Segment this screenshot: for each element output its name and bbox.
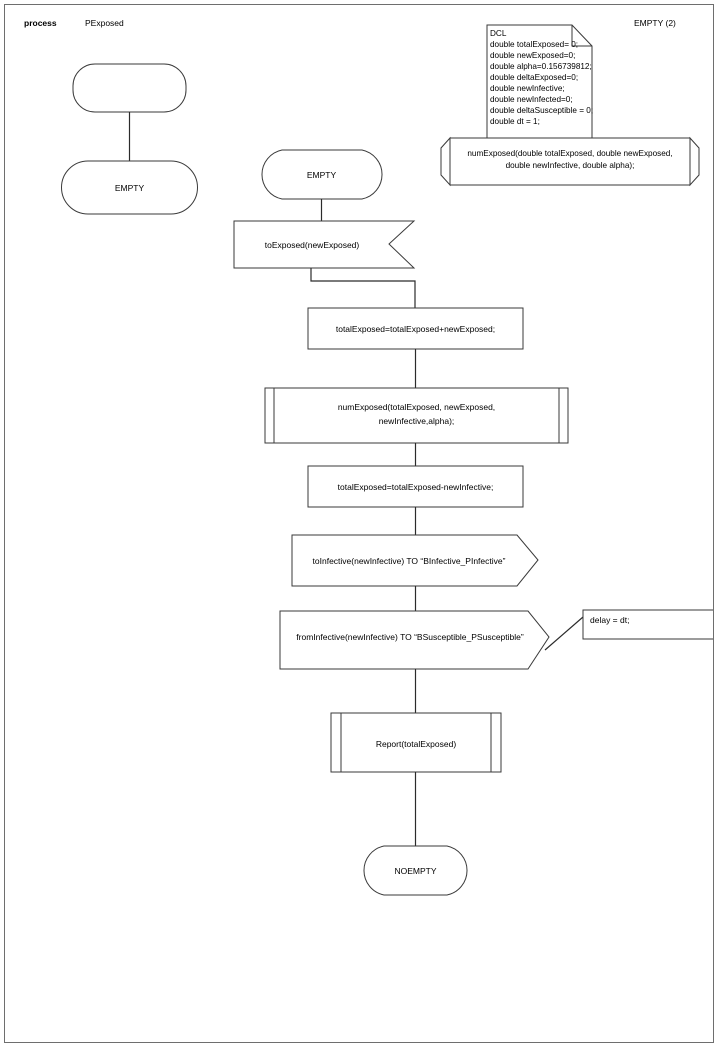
left-branch-group: EMPTY — [61, 63, 198, 215]
dcl-declaration-box: DCL double totalExposed= 0; double newEx… — [486, 24, 593, 162]
dcl-line-6: double newInfected=0; — [490, 95, 573, 104]
dcl-line-4: double deltaExposed=0; — [490, 73, 578, 82]
call-numexposed-line-1: newInfective,alpha); — [379, 416, 455, 426]
process-name-label: PExposed — [85, 18, 124, 28]
input-toexposed-label: toExposed(newExposed) — [265, 240, 360, 250]
procdecl-left-flange — [440, 136, 451, 187]
state-symbol-empty-left — [61, 160, 198, 215]
call-numexposed-outline — [264, 387, 569, 444]
output-symbol-toinfective: toInfective(newInfective) TO “BInfective… — [291, 534, 539, 587]
output-toinfective-outline — [291, 534, 539, 587]
procdecl-line-0: numExposed(double totalExposed, double n… — [467, 149, 672, 158]
numexposed-procedure-declaration: numExposed(double totalExposed, double n… — [440, 136, 700, 187]
dcl-box-fold-corner — [571, 25, 592, 47]
page-number-label: EMPTY (2) — [634, 18, 676, 28]
state-noempty-outline — [363, 845, 468, 896]
procedure-call-report: Report(totalExposed) — [330, 712, 502, 773]
state-label-empty-left: EMPTY — [115, 183, 145, 193]
delay-comment-outline — [582, 609, 713, 640]
task-total-minus-outline — [307, 465, 524, 508]
call-numexposed-line-0: numExposed(totalExposed, newExposed, — [338, 402, 495, 412]
dcl-line-3: double alpha=0.156739812; — [490, 62, 592, 71]
process-keyword-label: process — [24, 18, 57, 28]
task-total-plus-outline — [307, 307, 524, 350]
state-empty-outline — [261, 149, 383, 200]
state-symbol-noempty: NOEMPTY — [363, 845, 468, 896]
dcl-line-0: DCL — [490, 29, 507, 38]
output-toinfective-label: toInfective(newInfective) TO “BInfective… — [313, 556, 506, 566]
dcl-line-5: double newInfective; — [490, 84, 565, 93]
dcl-line-1: double totalExposed= 0; — [490, 40, 578, 49]
dcl-line-2: double newExposed=0; — [490, 51, 575, 60]
output-frominfective-label: fromInfective(newInfective) TO “BSuscept… — [296, 632, 524, 642]
comment-connector-line — [544, 616, 584, 651]
state-symbol-empty: EMPTY — [261, 149, 383, 200]
procedure-call-numexposed: numExposed(totalExposed, newExposed, new… — [264, 387, 569, 444]
page-border — [4, 4, 714, 1043]
start-symbol — [72, 63, 187, 113]
state-noempty-label: NOEMPTY — [394, 866, 436, 876]
task-symbol-total-minus: totalExposed=totalExposed-newInfective; — [307, 465, 524, 508]
output-symbol-frominfective: fromInfective(newInfective) TO “BSuscept… — [279, 610, 550, 670]
dcl-line-8: double dt = 1; — [490, 117, 540, 126]
procdecl-right-flange — [689, 136, 700, 187]
task-total-minus-label: totalExposed=totalExposed-newInfective; — [338, 482, 494, 492]
task-total-plus-label: totalExposed=totalExposed+newExposed; — [336, 324, 495, 334]
delay-comment-symbol: delay = dt; — [582, 609, 713, 640]
delay-comment-label: delay = dt; — [590, 615, 629, 625]
input-toexposed-outline — [233, 220, 416, 269]
call-report-outline — [330, 712, 502, 773]
connector-input-to-task1 — [310, 268, 416, 308]
state-empty-label: EMPTY — [307, 170, 337, 180]
input-symbol-toexposed: toExposed(newExposed) — [233, 220, 416, 269]
output-frominfective-outline — [279, 610, 550, 670]
task-symbol-total-plus: totalExposed=totalExposed+newExposed; — [307, 307, 524, 350]
call-report-label: Report(totalExposed) — [376, 739, 456, 749]
dcl-line-7: double deltaSusceptible = 0; — [490, 106, 593, 115]
procdecl-line-1: double newInfective, double alpha); — [506, 161, 635, 170]
